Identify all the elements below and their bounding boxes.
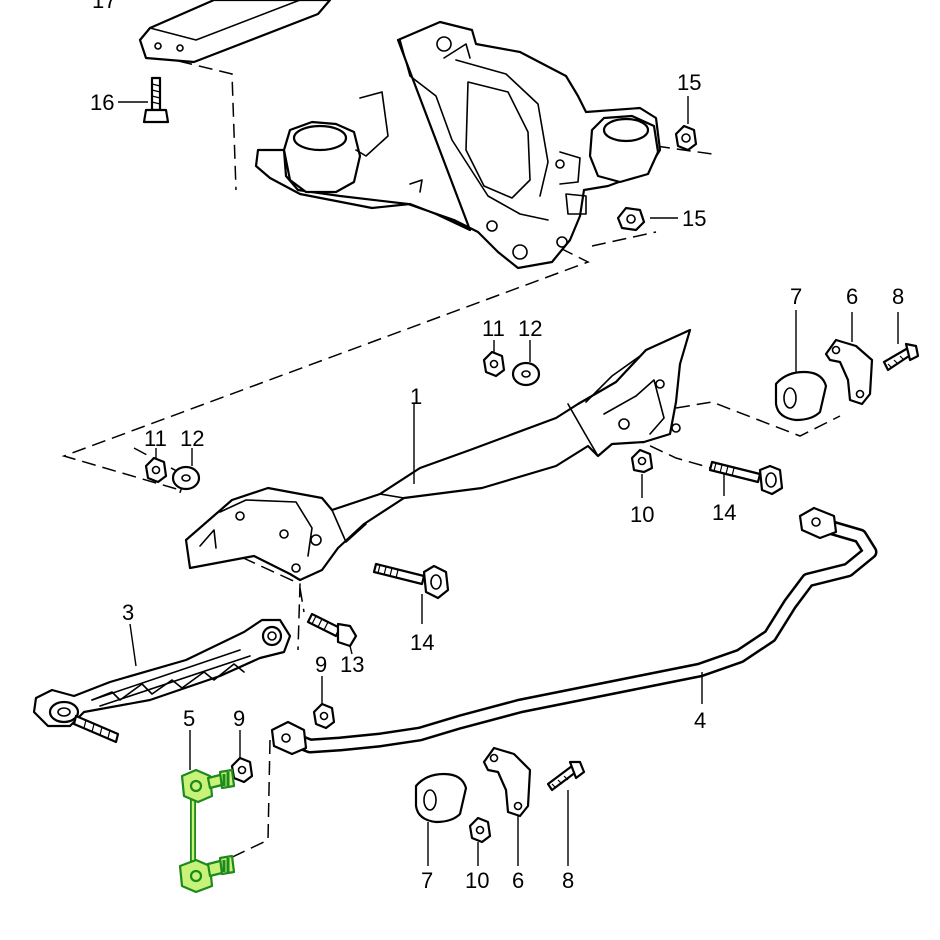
callout-10-upper: 10: [630, 502, 654, 527]
callout-5: 5: [183, 706, 195, 731]
callout-1: 1: [410, 384, 422, 409]
callout-9-lower: 9: [233, 706, 245, 731]
bolt-13: [306, 612, 358, 648]
callout-8-lower: 8: [562, 868, 574, 893]
bolt-16: [142, 76, 170, 124]
callout-17: 17: [92, 0, 116, 13]
washer-12-lower: [171, 465, 201, 491]
callout-11-lower: 11: [144, 426, 167, 451]
bushing-7-upper: [774, 370, 828, 422]
callout-6-upper: 6: [846, 284, 858, 309]
callout-7-lower: 7: [421, 868, 433, 893]
callout-16: 16: [90, 90, 114, 115]
nut-15-upper: [674, 124, 698, 152]
callout-9-upper: 9: [315, 652, 327, 677]
bolt-14-center: [372, 562, 450, 600]
bolt-8-upper: [882, 342, 920, 372]
clamp-6-upper: [824, 338, 874, 406]
callout-10-lower: 10: [465, 868, 489, 893]
stabilizer-link-highlighted[interactable]: [178, 768, 236, 894]
nut-11-upper: [482, 350, 506, 378]
leader-lines: [118, 96, 899, 866]
bushing-7-lower: [414, 772, 468, 824]
callout-15-upper: 15: [677, 70, 701, 95]
nut-9-upper: [312, 702, 336, 730]
callout-14-center: 14: [410, 630, 434, 655]
callout-13: 13: [340, 652, 364, 677]
stabilizer-bar: [270, 506, 878, 756]
clamp-6-lower: [482, 746, 532, 818]
callout-6-lower: 6: [512, 868, 524, 893]
callout-15-lower: 15: [682, 206, 706, 231]
trailing-arm: [32, 618, 292, 744]
rear-axle-subframe: [138, 0, 662, 270]
washer-12-upper: [511, 361, 541, 387]
callout-14-right: 14: [712, 500, 736, 525]
callout-11-upper: 11: [482, 316, 505, 341]
callout-4: 4: [694, 708, 706, 733]
callout-3: 3: [122, 600, 134, 625]
nut-10-upper: [630, 448, 654, 474]
nut-9-lower: [230, 756, 254, 784]
bolt-8-lower: [546, 760, 586, 792]
nut-11-lower: [144, 456, 168, 484]
callout-7-upper: 7: [790, 284, 802, 309]
nut-10-lower: [468, 816, 492, 844]
crossmember: [184, 328, 692, 582]
callout-labels: 17 16 15 15 11 12 7 6 8 1 11 12 10 14 3 …: [90, 0, 904, 893]
callout-12-lower: 12: [180, 426, 204, 451]
callout-8-upper: 8: [892, 284, 904, 309]
bolt-14-right: [708, 460, 784, 496]
nut-15-lower: [616, 206, 646, 232]
callout-12-upper: 12: [518, 316, 542, 341]
